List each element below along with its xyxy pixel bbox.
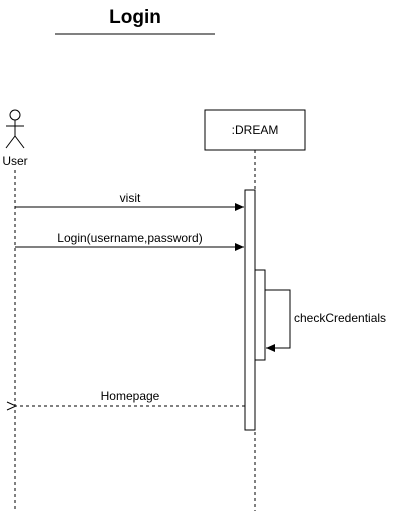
message-visit-label: visit [120,191,141,205]
message-check-credentials-arrow [265,289,291,352]
actor-user: User [2,109,28,168]
message-homepage-label: Homepage [101,389,160,403]
message-check-credentials-label: checkCredentials [294,311,386,325]
diagram-title: Login [109,7,161,28]
message-login-label: Login(username,password) [57,231,202,245]
dream-nested-activation-bar [254,269,266,361]
actor-right-leg [14,135,25,149]
message-homepage: Homepage [16,389,245,406]
message-visit: visit [15,191,244,211]
dream-participant-box [204,109,306,151]
actor-left-leg [5,135,16,149]
dream-participant-label: :DREAM [232,123,279,137]
dream-activation-bar [244,189,256,431]
actor-head [9,109,21,121]
message-check-credentials: checkCredentials [265,289,386,352]
message-login: Login(username,password) [15,231,244,251]
actor-label: User [2,154,27,168]
